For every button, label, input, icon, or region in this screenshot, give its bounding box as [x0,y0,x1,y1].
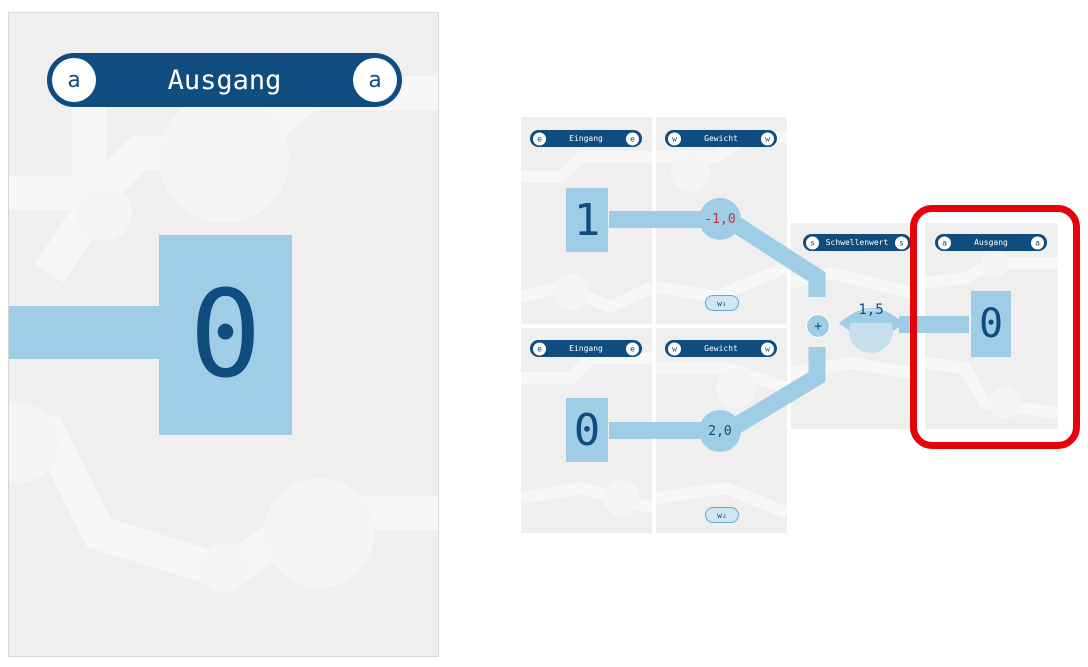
weight-1-tag: w₁ [705,295,739,311]
threshold-badge-right: s [895,236,908,249]
output-title: Ausgang [974,238,1008,247]
weight-2-tag: w₂ [705,507,739,523]
weight-2-value[interactable]: 2,0 [699,410,741,452]
large-badge-left: a [52,58,96,102]
weight-1-badge-left: w [668,132,681,145]
threshold-title: Schwellenwert [825,238,889,247]
input-2-title: Eingang [569,344,603,353]
large-value-notch [159,306,172,359]
large-title: Ausgang [167,64,282,96]
weight-2-pill: w Gewicht w [665,340,777,357]
input-1-badge-left: e [533,132,546,145]
input-1-title: Eingang [569,134,603,143]
weight-2-title: Gewicht [704,344,738,353]
output-pill: a Ausgang a [935,234,1047,251]
large-output-value: 0 [159,235,292,435]
input-2-badge-left: e [533,342,546,355]
output-value: 0 [971,291,1011,357]
card-decoration [521,151,652,314]
highlight-frame [910,205,1080,449]
threshold-pill: s Schwellenwert s [803,234,911,251]
input-1-value[interactable]: 1 [566,188,608,252]
large-title-pill: a Ausgang a [47,53,402,107]
large-input-wire [9,306,174,359]
large-badge-right: a [353,58,397,102]
card-decoration [925,249,1058,419]
input-2-badge-right: e [626,342,639,355]
threshold-value[interactable]: 1,5 [858,302,884,318]
weight-card-2 [656,328,787,533]
weight-1-badge-right: w [761,132,774,145]
network-diagram: e Eingang e w Gewicht w e Eingang e w Ge… [519,117,1059,537]
input-1-badge-right: e [626,132,639,145]
large-output-card: a Ausgang a 0 [8,12,439,657]
card-decoration [521,352,652,516]
weight-2-badge-left: w [668,342,681,355]
output-badge-left: a [938,236,951,249]
weight-1-title: Gewicht [704,134,738,143]
card-decoration [656,362,787,519]
output-badge-right: a [1031,236,1044,249]
weight-2-badge-right: w [761,342,774,355]
threshold-badge-left: s [806,236,819,249]
sum-node: + [806,314,830,338]
weight-1-value[interactable]: -1,0 [699,198,741,240]
input-2-pill: e Eingang e [530,340,642,357]
input-1-pill: e Eingang e [530,130,642,147]
input-2-value[interactable]: 0 [566,398,608,462]
weight-1-pill: w Gewicht w [665,130,777,147]
